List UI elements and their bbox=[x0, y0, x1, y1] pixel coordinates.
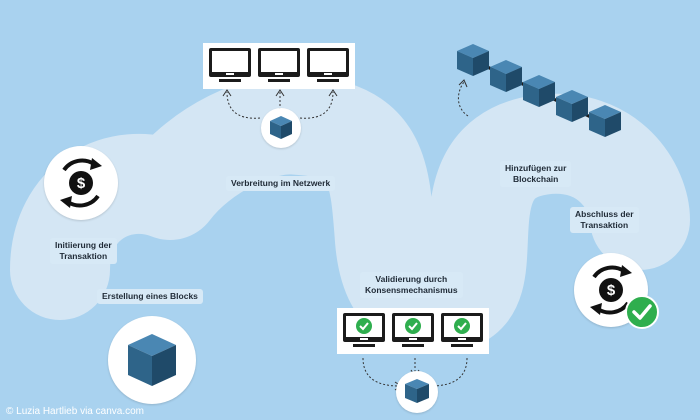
monitor-icon bbox=[209, 48, 251, 82]
cube-icon bbox=[589, 105, 621, 137]
check-badge-icon bbox=[405, 318, 421, 334]
validation-computers-panel bbox=[337, 308, 489, 354]
step-label-completion: Abschluss der Transaktion bbox=[570, 207, 639, 233]
cube-icon bbox=[523, 75, 555, 107]
network-block-circle bbox=[261, 108, 301, 148]
block-creation-circle bbox=[108, 316, 196, 404]
wave-path bbox=[10, 74, 690, 354]
network-arrows bbox=[222, 89, 338, 119]
image-credit: © Luzia Hartlieb via canva.com bbox=[6, 406, 144, 417]
cube-icon bbox=[270, 116, 292, 139]
monitor-icon bbox=[307, 48, 349, 82]
dollar-cycle-icon: $ bbox=[590, 265, 632, 315]
step-label-network: Verbreitung im Netzwerk bbox=[226, 176, 336, 191]
cube-icon bbox=[457, 44, 489, 76]
step-label-initiation: Initiierung der Transaktion bbox=[50, 238, 117, 264]
initiation-circle: $ bbox=[44, 146, 118, 220]
blockchain-icon bbox=[457, 44, 621, 137]
network-computers-panel bbox=[203, 43, 355, 89]
cube-icon bbox=[405, 379, 429, 403]
check-badge-icon bbox=[356, 318, 372, 334]
validation-block-circle bbox=[396, 371, 438, 413]
monitor-icon bbox=[258, 48, 300, 82]
cube-icon bbox=[556, 90, 588, 122]
check-badge-icon bbox=[625, 295, 659, 329]
check-badge-icon bbox=[454, 318, 470, 334]
svg-text:$: $ bbox=[607, 282, 616, 299]
cube-icon bbox=[490, 60, 522, 92]
cube-icon bbox=[128, 334, 176, 386]
dollar-cycle-icon: $ bbox=[60, 158, 102, 208]
svg-text:$: $ bbox=[77, 175, 86, 192]
step-label-add-to-chain: Hinzufügen zur Blockchain bbox=[500, 161, 572, 187]
step-label-block-creation: Erstellung eines Blocks bbox=[97, 289, 203, 304]
step-label-validation: Validierung durch Konsensmechanismus bbox=[360, 272, 463, 298]
